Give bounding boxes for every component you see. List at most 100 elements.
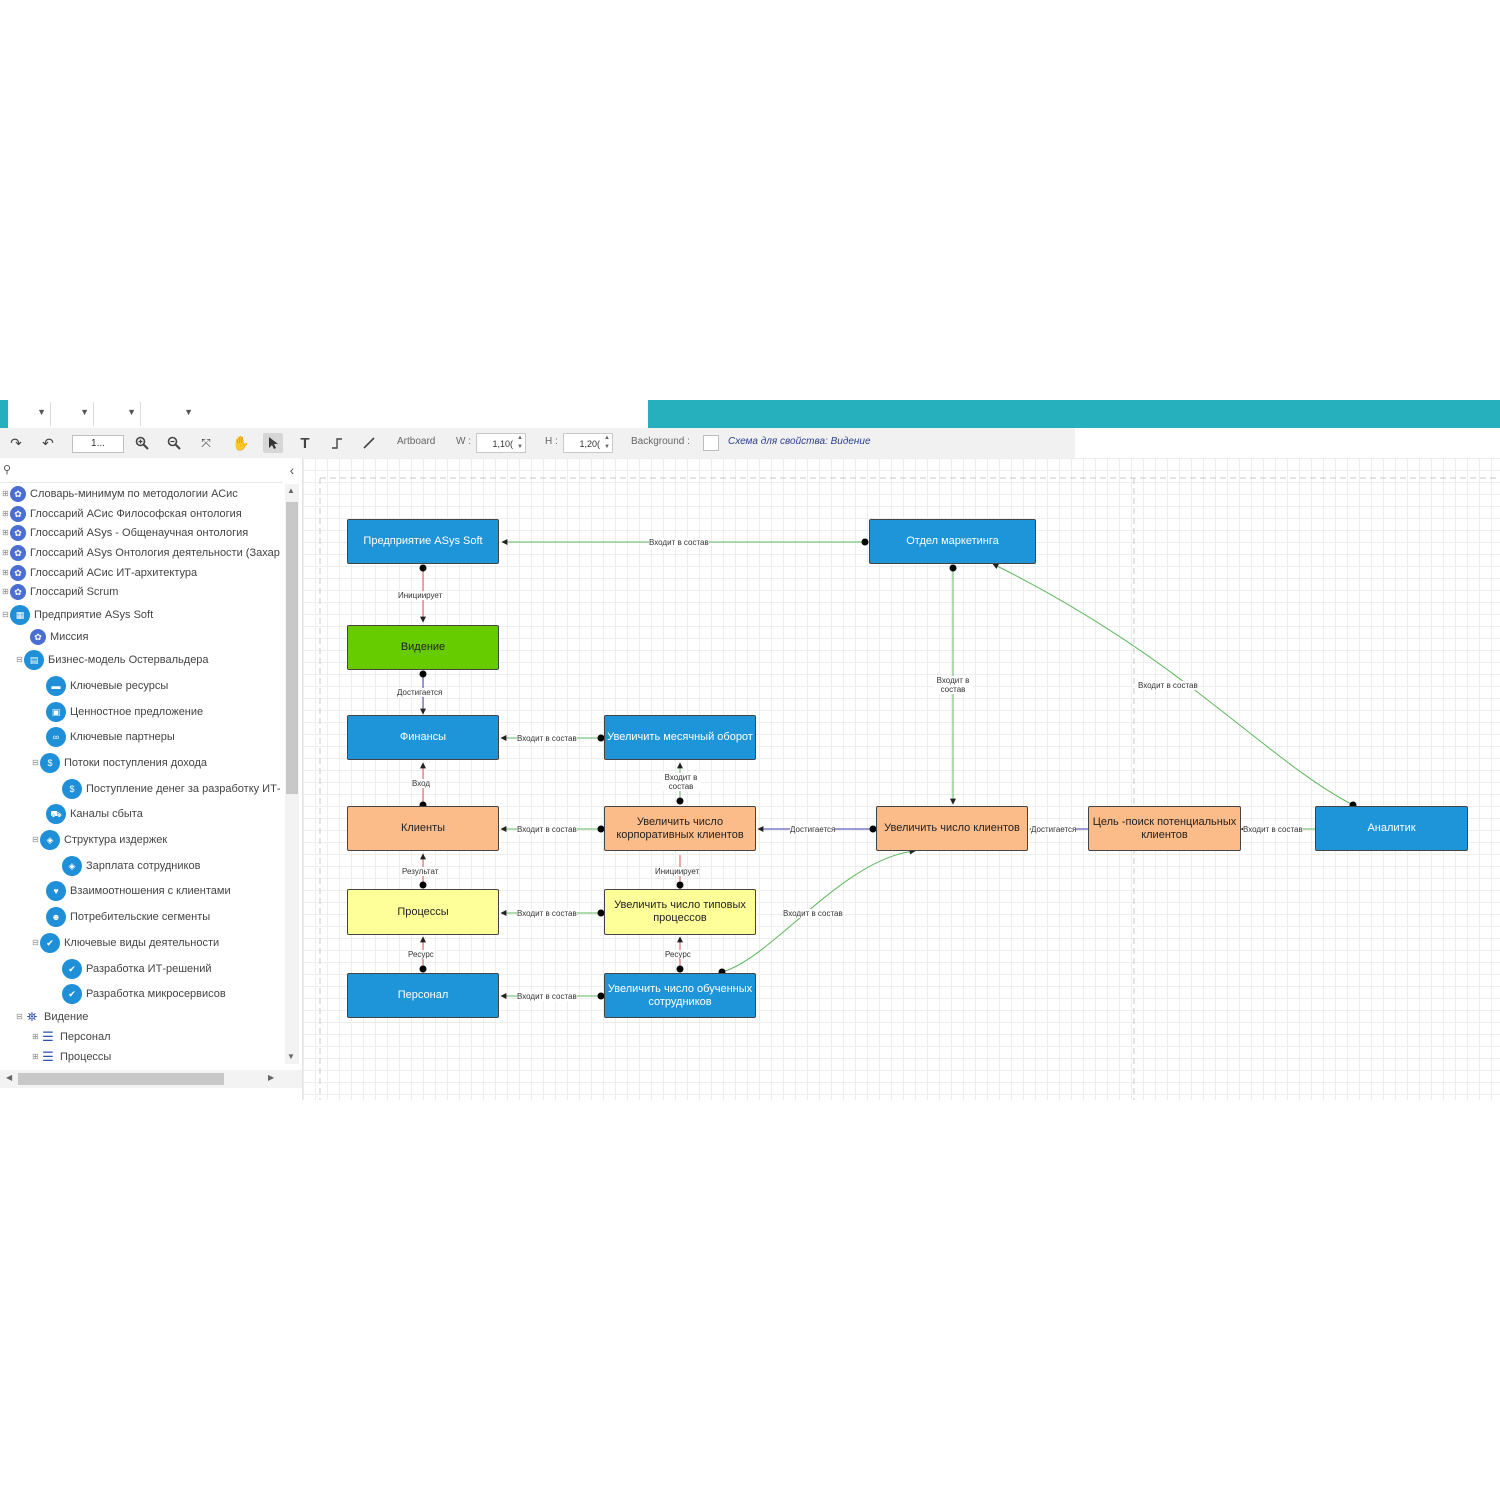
collapse-sidebar-button[interactable]: ‹ [284, 460, 300, 480]
zoom-in-icon [135, 436, 149, 450]
edge-trained-increase[interactable] [721, 848, 916, 973]
search-input[interactable]: ⚲ [0, 458, 282, 483]
background-color-picker[interactable] [703, 435, 719, 451]
tree-item[interactable]: $Поступление денег за разработку ИТ- [62, 778, 284, 800]
tree-item[interactable]: ◈Зарплата сотрудников [62, 855, 200, 877]
tree-item[interactable]: ⊟▦Предприятие ASys Soft [2, 604, 153, 626]
tree-item[interactable]: ⊞✿Глоссарий Scrum [2, 582, 118, 602]
sidebar: ⚲ ‹ ⊞✿Словарь-минимум по методологии АСи… [0, 458, 303, 1100]
tree-item[interactable]: ⊟▤Бизнес-модель Остервальдера [16, 649, 209, 671]
fit-to-screen-button[interactable]: ⤧ [196, 433, 216, 453]
zoom-in-button[interactable] [132, 433, 152, 453]
tree-item[interactable]: ▣Ценностное предложение [46, 701, 203, 723]
node-processes[interactable]: Процессы [347, 889, 499, 935]
tree-item[interactable]: ▬Ключевые ресурсы [46, 675, 168, 697]
node-finance[interactable]: Финансы [347, 715, 499, 760]
edge-label: Входит в состав [1138, 681, 1198, 690]
node-personnel[interactable]: Персонал [347, 973, 499, 1018]
tree-item[interactable]: ⛟Каналы сбыта [46, 803, 143, 825]
redo-button[interactable]: ↷ [6, 433, 26, 453]
tree-item[interactable]: ⊟✔Ключевые виды деятельности [32, 932, 219, 954]
line-tool-button[interactable] [359, 433, 379, 453]
node-monthly-turnover[interactable]: Увеличить месячный оборот [604, 715, 756, 760]
diagram-canvas[interactable]: Предприятие ASys Soft Отдел маркетинга В… [303, 458, 1500, 1100]
edge-analyst-marketing[interactable] [992, 563, 1354, 806]
money-bag-icon: $ [40, 753, 60, 774]
edge-endpoint [949, 564, 957, 572]
app-window: ▼ ▼ ▼ ▼ ↷ ↶ 1... ⤧ ✋ T Artboard W : 1,10… [0, 400, 1500, 1100]
edge-label: Входит в состав [649, 538, 709, 547]
tree-item[interactable]: ⊟$Потоки поступления дохода [32, 752, 207, 774]
tree-item-label: Поступление денег за разработку ИТ- [86, 783, 281, 795]
vertical-scrollbar[interactable]: ▲ ▼ [285, 484, 299, 1064]
tree-item[interactable]: ⊞✿Глоссарий АСис ИТ-архитектура [2, 563, 197, 583]
undo-button[interactable]: ↶ [38, 433, 58, 453]
text-tool-button[interactable]: T [295, 433, 315, 453]
horizontal-scrollbar[interactable]: ◀ ▶ [0, 1070, 302, 1088]
tree-item[interactable]: ∞Ключевые партнеры [46, 726, 175, 748]
chevron-down-icon: ▼ [184, 407, 193, 417]
edge-label: Входит в состав [517, 734, 577, 743]
edge-label: Входит в состав [1243, 825, 1303, 834]
tree-item-label: Разработка микросервисов [86, 988, 226, 1000]
height-value: 1,20( [579, 439, 600, 449]
tree-item[interactable]: ⊞✿Глоссарий ASys Онтология деятельности … [2, 543, 284, 563]
tree-item[interactable]: ✔ Разработка микросервисов [62, 983, 226, 1005]
tree-item[interactable]: ✔Разработка ИТ-решений [62, 958, 212, 980]
edge-endpoint [861, 538, 869, 546]
node-analyst[interactable]: Аналитик [1315, 806, 1468, 851]
scrollbar-thumb[interactable] [18, 1073, 224, 1085]
tree-item-label: Разработка ИТ-решений [86, 963, 212, 975]
node-corporate-clients[interactable]: Увеличить число корпоративных клиентов [604, 806, 756, 851]
expand-icon: ⊞ [2, 587, 9, 596]
node-enterprise[interactable]: Предприятие ASys Soft [347, 519, 499, 564]
node-vision[interactable]: Видение [347, 625, 499, 670]
zoom-input[interactable]: 1... [72, 435, 124, 453]
toolbar-dropdown-2[interactable]: ▼ [51, 402, 94, 426]
toolbar-dropdown-4[interactable]: ▼ [141, 402, 197, 426]
tree-item-label: Потребительские сегменты [70, 911, 211, 923]
tree-item[interactable]: ⊞✿Словарь-минимум по методологии АСис [2, 484, 238, 504]
tree-item[interactable]: ⊞☰Процессы [32, 1047, 111, 1067]
edge-label: Входит в состав [661, 773, 701, 791]
expand-icon: ⊞ [32, 1032, 39, 1041]
scrollbar-thumb[interactable] [286, 502, 298, 794]
tree-item[interactable]: ♥Взаимоотношения с клиентами [46, 880, 231, 902]
node-typical-processes[interactable]: Увеличить число типовых процессов [604, 889, 756, 935]
tree-item-label: Ценностное предложение [70, 706, 204, 718]
scroll-left-icon: ◀ [6, 1073, 13, 1082]
height-input[interactable]: 1,20(▲▼ [563, 433, 613, 453]
node-trained-staff[interactable]: Увеличить число обученных сотрудников [604, 973, 756, 1018]
select-tool-button[interactable] [263, 433, 283, 453]
tree-item[interactable]: ⊟◈Структура издержек [32, 829, 167, 851]
tree-item[interactable]: ⊞☰Персонал [32, 1027, 111, 1047]
tree-item[interactable]: ✿Миссия [30, 627, 88, 647]
tree-item[interactable]: ⊞✿Глоссарий ASys - Общенаучная онтология [2, 523, 248, 543]
checkmark-icon: ✔ [62, 984, 82, 1005]
node-clients[interactable]: Клиенты [347, 806, 499, 851]
connector-tool-button[interactable] [327, 433, 347, 453]
node-marketing-department[interactable]: Отдел маркетинга [869, 519, 1036, 564]
node-goal-search[interactable]: Цель -поиск потенциальных клиентов [1088, 806, 1241, 851]
accent-strip-right [648, 400, 1500, 428]
tree-item-label: Структура издержек [64, 834, 168, 846]
expand-icon: ⊞ [2, 548, 9, 557]
toolbar-dropdown-1[interactable]: ▼ [8, 402, 51, 426]
tree-item[interactable]: ⊟⛯Видение [16, 1007, 88, 1027]
glossary-icon: ✿ [10, 584, 26, 601]
tree-item[interactable]: ⊞✿Глоссарий АСис Философская онтология [2, 504, 242, 524]
tag-icon: ◈ [40, 830, 60, 851]
tree-item-label: Глоссарий АСис Философская онтология [30, 508, 242, 520]
edge-endpoint [869, 825, 877, 833]
node-increase-clients[interactable]: Увеличить число клиентов [876, 806, 1028, 851]
zoom-out-button[interactable] [164, 433, 184, 453]
edge-label: Вход [412, 779, 431, 788]
search-icon: ⚲ [3, 464, 12, 476]
tree-item[interactable]: ☻Потребительские сегменты [46, 906, 210, 928]
toolbar-dropdown-3[interactable]: ▼ [94, 402, 141, 426]
orthogonal-connector-icon [332, 438, 342, 449]
width-input[interactable]: 1,10(▲▼ [476, 433, 526, 453]
pan-tool-button[interactable]: ✋ [231, 433, 251, 453]
schema-title: Схема для свойства: Видение [728, 436, 871, 447]
glossary-icon: ✿ [10, 545, 26, 562]
